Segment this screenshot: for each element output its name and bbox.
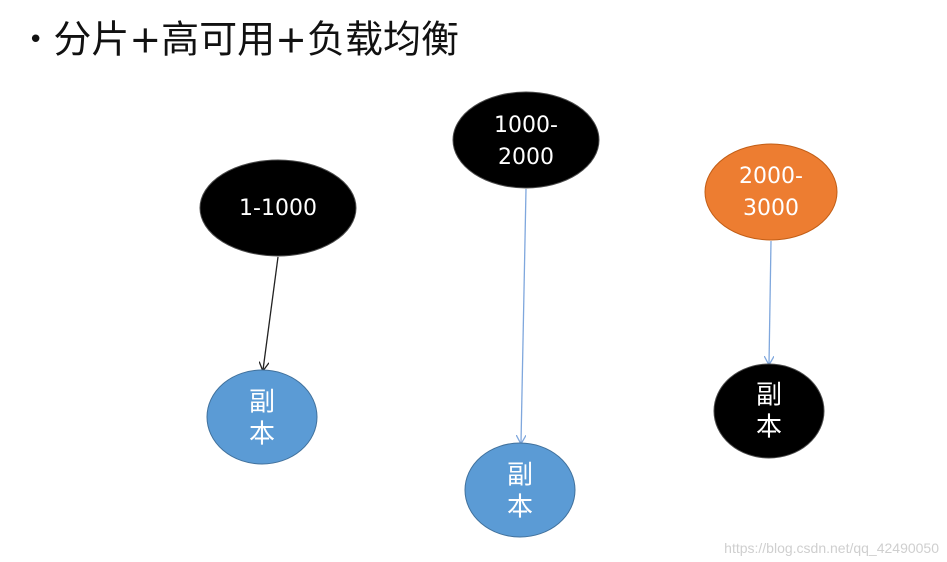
shard-1-label: 1-1000	[239, 196, 317, 221]
replica-3-label-line2: 本	[756, 413, 782, 443]
replica-2-label-line1: 副	[507, 461, 533, 491]
shard-2-label-line1: 1000-	[494, 113, 558, 138]
replica-node-1: 副 本	[206, 369, 318, 465]
replica-node-2: 副 本	[464, 442, 576, 538]
shard-2-label-line2: 2000	[498, 145, 554, 170]
arrow-shard-1-to-replica-1	[263, 256, 279, 370]
replica-3-label-line1: 副	[756, 381, 782, 411]
title-text: 分片+高可用+负载均衡	[53, 17, 460, 62]
arrow-shard-2-to-replica-2	[521, 188, 527, 443]
arrow-shard-3-to-replica-3	[769, 240, 771, 364]
watermark: https://blog.csdn.net/qq_42490050	[724, 540, 939, 556]
shard-3-label-line1: 2000-	[739, 164, 803, 189]
shard-node-2: 1000- 2000	[452, 91, 600, 189]
shard-node-1: 1-1000	[199, 159, 357, 257]
slide-title: • 分片+高可用+负载均衡	[28, 18, 459, 59]
replica-1-label-line1: 副	[249, 388, 275, 418]
shard-3-label-line2: 3000	[743, 196, 799, 221]
replica-1-label-line2: 本	[249, 420, 275, 450]
replica-node-3: 副 本	[713, 363, 825, 459]
shard-node-3: 2000- 3000	[704, 143, 838, 241]
replica-2-label-line2: 本	[507, 493, 533, 523]
bullet-point: •	[28, 24, 44, 55]
